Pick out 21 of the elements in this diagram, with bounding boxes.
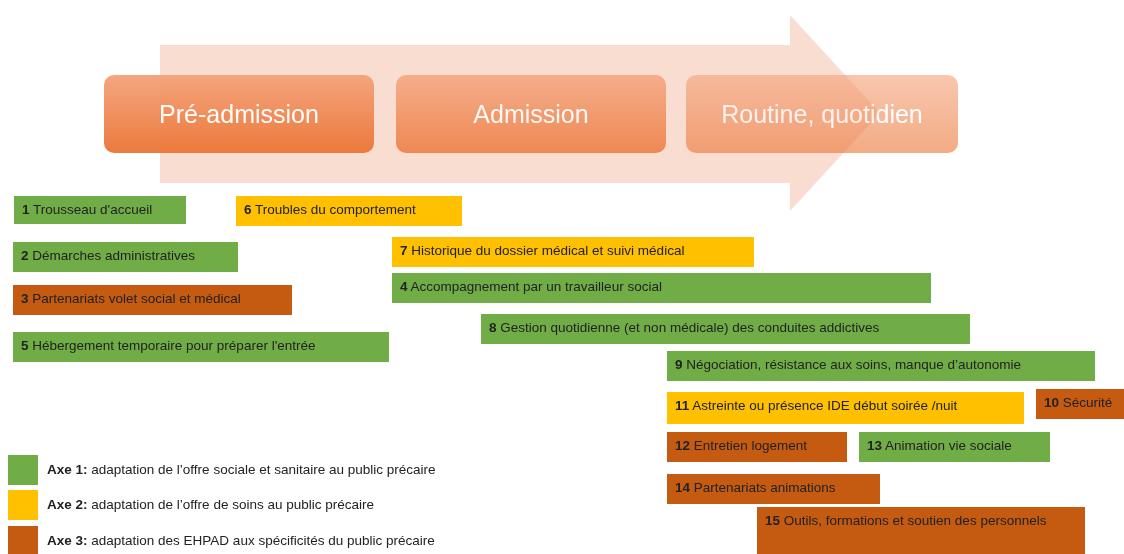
task-bar: 8 Gestion quotidienne (et non médicale) des conduites addictives	[481, 314, 970, 344]
task-bar: 4 Accompagnement par un travailleur social	[392, 273, 931, 303]
phase-box: Routine, quotidien	[686, 75, 958, 153]
phase-box: Admission	[396, 75, 666, 153]
legend-text: Axe 3: adaptation des EHPAD aux spécificités du public précaire	[47, 533, 435, 548]
task-bar: 10 Sécurité	[1036, 389, 1124, 419]
task-bar: 13 Animation vie sociale	[859, 432, 1050, 462]
task-bar: 2 Démarches administratives	[13, 242, 238, 272]
task-bar: 1 Trousseau d'accueil	[14, 196, 186, 224]
task-bar: 7 Historique du dossier médical et suivi médical	[392, 237, 754, 267]
task-bar: 6 Troubles du comportement	[236, 196, 462, 226]
task-bar: 14 Partenariats animations	[667, 474, 880, 504]
task-bar: 9 Négociation, résistance aux soins, manque d’autonomie	[667, 351, 1095, 381]
task-bar: 3 Partenariats volet social et médical	[13, 285, 292, 315]
task-bar: 5 Hébergement temporaire pour préparer l'entrée	[13, 332, 389, 362]
task-bar: 11 Astreinte ou présence IDE début soirée /nuit	[667, 392, 1024, 424]
legend-text: Axe 1: adaptation de l’offre sociale et sanitaire au public précaire	[47, 462, 436, 477]
task-bar: 12 Entretien logement	[667, 432, 847, 462]
legend-text: Axe 2: adaptation de l’offre de soins au public précaire	[47, 497, 374, 512]
phase-box: Pré-admission	[104, 75, 374, 153]
task-bar: 15 Outils, formations et soutien des personnels	[757, 507, 1085, 554]
